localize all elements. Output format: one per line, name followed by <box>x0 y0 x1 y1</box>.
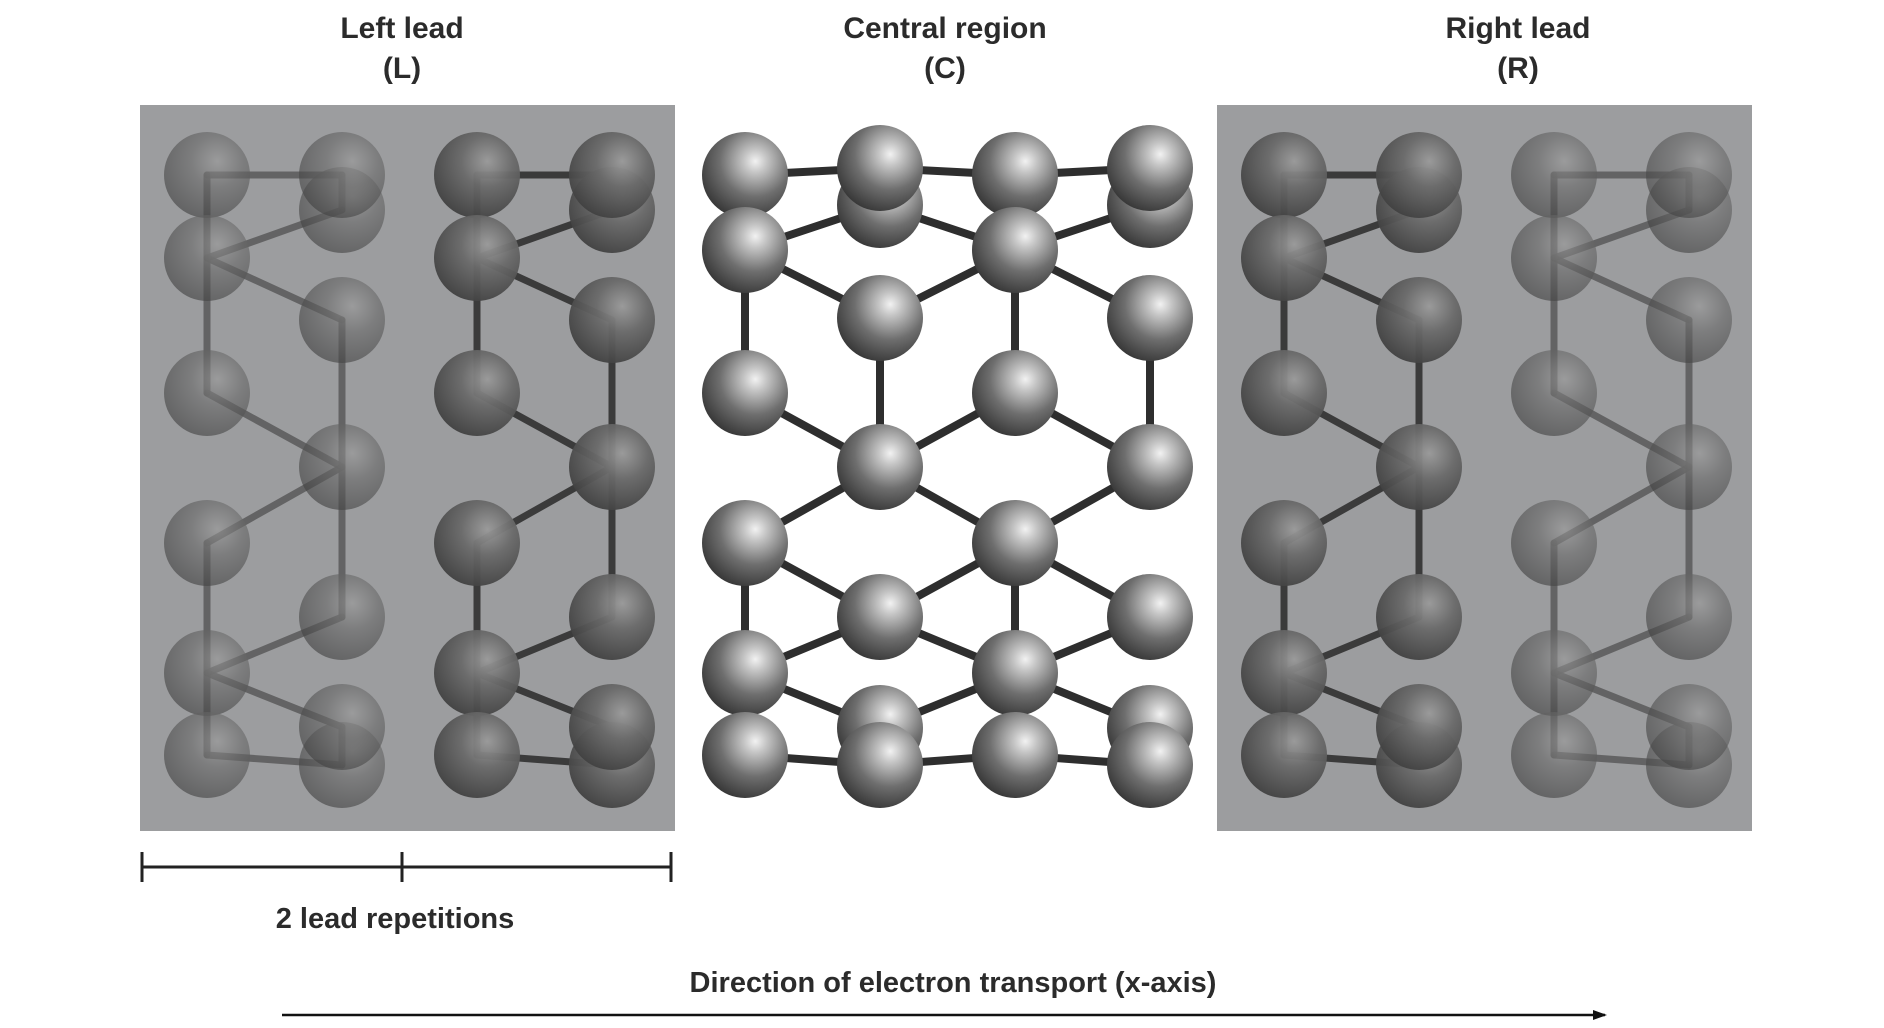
atom <box>434 500 520 586</box>
atom <box>164 630 250 716</box>
atom <box>1646 684 1732 770</box>
atom <box>434 712 520 798</box>
atom <box>1511 712 1597 798</box>
right-lead-symbol: (R) <box>1497 52 1539 85</box>
atom <box>702 500 788 586</box>
atom <box>164 215 250 301</box>
atom <box>1376 684 1462 770</box>
atom <box>569 132 655 218</box>
atom <box>837 125 923 211</box>
atom <box>434 132 520 218</box>
lead-repetition-scale <box>140 852 673 882</box>
atom <box>1107 574 1193 660</box>
atom <box>1511 350 1597 436</box>
right-lead-structure <box>1241 132 1732 808</box>
atom <box>702 712 788 798</box>
atom <box>702 630 788 716</box>
left-lead-symbol: (L) <box>383 52 421 85</box>
atom <box>837 722 923 808</box>
atom <box>1376 277 1462 363</box>
atom <box>1646 424 1732 510</box>
atom <box>972 630 1058 716</box>
atom <box>972 712 1058 798</box>
atom <box>1241 350 1327 436</box>
atom <box>299 424 385 510</box>
atom <box>837 424 923 510</box>
atom <box>1107 275 1193 361</box>
atom <box>1376 132 1462 218</box>
central-region-symbol: (C) <box>924 52 966 85</box>
atom <box>299 277 385 363</box>
atom <box>164 132 250 218</box>
atom <box>1511 500 1597 586</box>
left-lead-structure <box>164 132 655 808</box>
atom <box>972 207 1058 293</box>
atom <box>299 132 385 218</box>
atom <box>164 500 250 586</box>
repetitions-label: 2 lead repetitions <box>276 903 515 935</box>
atom <box>837 574 923 660</box>
atom <box>1376 574 1462 660</box>
atom <box>434 350 520 436</box>
atom <box>702 207 788 293</box>
atom <box>569 574 655 660</box>
atom <box>1646 574 1732 660</box>
central-region-structure <box>702 125 1193 808</box>
right-lead-title: Right lead <box>1445 12 1590 45</box>
atom <box>1107 125 1193 211</box>
atom <box>1241 132 1327 218</box>
atom <box>972 350 1058 436</box>
atom <box>837 275 923 361</box>
atom <box>1646 277 1732 363</box>
atom <box>1511 215 1597 301</box>
atom <box>299 684 385 770</box>
atom <box>164 350 250 436</box>
atom <box>569 424 655 510</box>
atom <box>569 684 655 770</box>
left-lead-title: Left lead <box>340 12 463 45</box>
atom <box>702 132 788 218</box>
atom <box>1107 722 1193 808</box>
atom <box>1241 630 1327 716</box>
atom <box>1241 712 1327 798</box>
atom <box>1511 630 1597 716</box>
atom <box>972 500 1058 586</box>
central-region-title: Central region <box>843 12 1046 45</box>
atom <box>1376 424 1462 510</box>
atom <box>299 574 385 660</box>
atom <box>1241 215 1327 301</box>
atom <box>1241 500 1327 586</box>
atom <box>569 277 655 363</box>
atom <box>972 132 1058 218</box>
atom <box>164 712 250 798</box>
atom <box>1107 424 1193 510</box>
atom <box>434 215 520 301</box>
atom <box>1646 132 1732 218</box>
atom <box>1511 132 1597 218</box>
atom <box>702 350 788 436</box>
atom <box>434 630 520 716</box>
transport-direction-label: Direction of electron transport (x-axis) <box>690 967 1217 999</box>
